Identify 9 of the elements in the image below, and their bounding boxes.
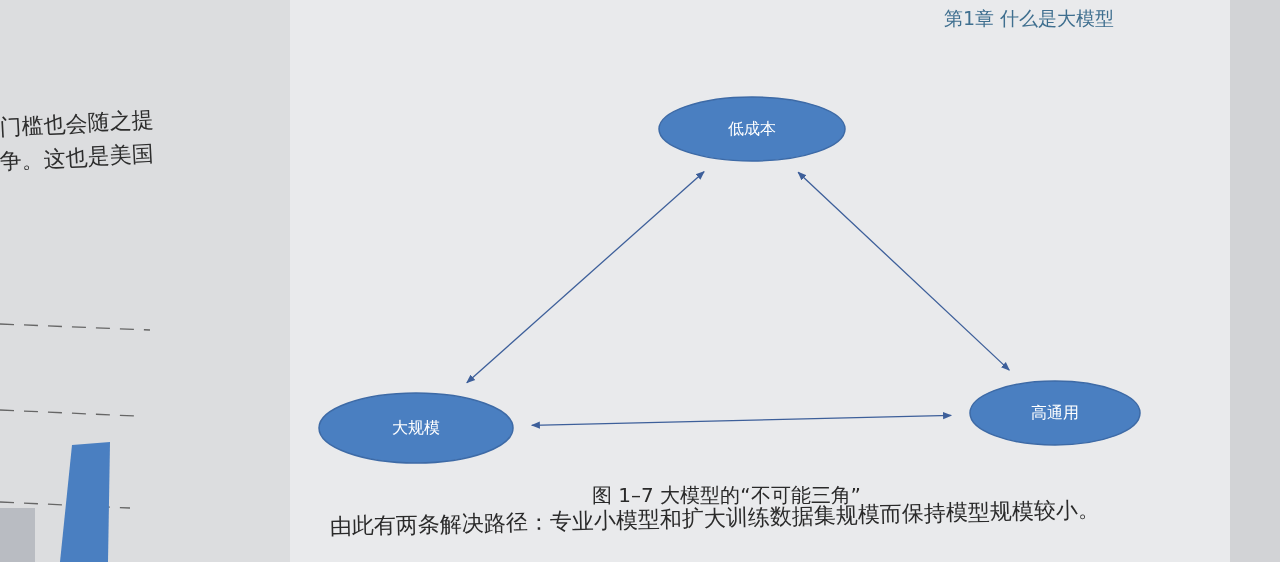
ellipse-node: 高通用 [969,380,1141,446]
body-text: 争。这也是美国 [0,139,155,176]
double-arrow [466,171,705,384]
ellipse-node: 大规模 [318,392,514,464]
double-arrow [530,412,953,429]
double-arrow [797,171,1010,371]
body-text: 门槛也会随之提 [0,105,155,142]
ellipse-node: 低成本 [658,96,846,162]
running-header: 第1章 什么是大模型 [944,6,1115,31]
